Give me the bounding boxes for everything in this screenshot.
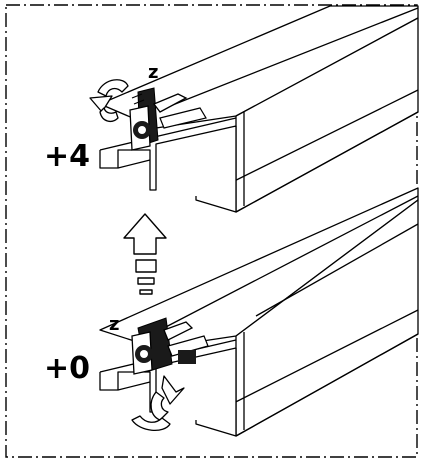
up-arrow-icon [123, 213, 167, 295]
top-offset-label: +4 [44, 139, 90, 174]
bottom-offset-label: +0 [44, 351, 90, 386]
top-axis-label: z [148, 62, 158, 83]
rotate-arrow-icon-bottom [131, 375, 185, 431]
rotate-arrow-icon-top [89, 79, 129, 123]
top-bracket-adjuster [129, 87, 207, 151]
bottom-axis-label: z [109, 314, 119, 335]
bottom-bracket-adjuster [131, 317, 209, 375]
